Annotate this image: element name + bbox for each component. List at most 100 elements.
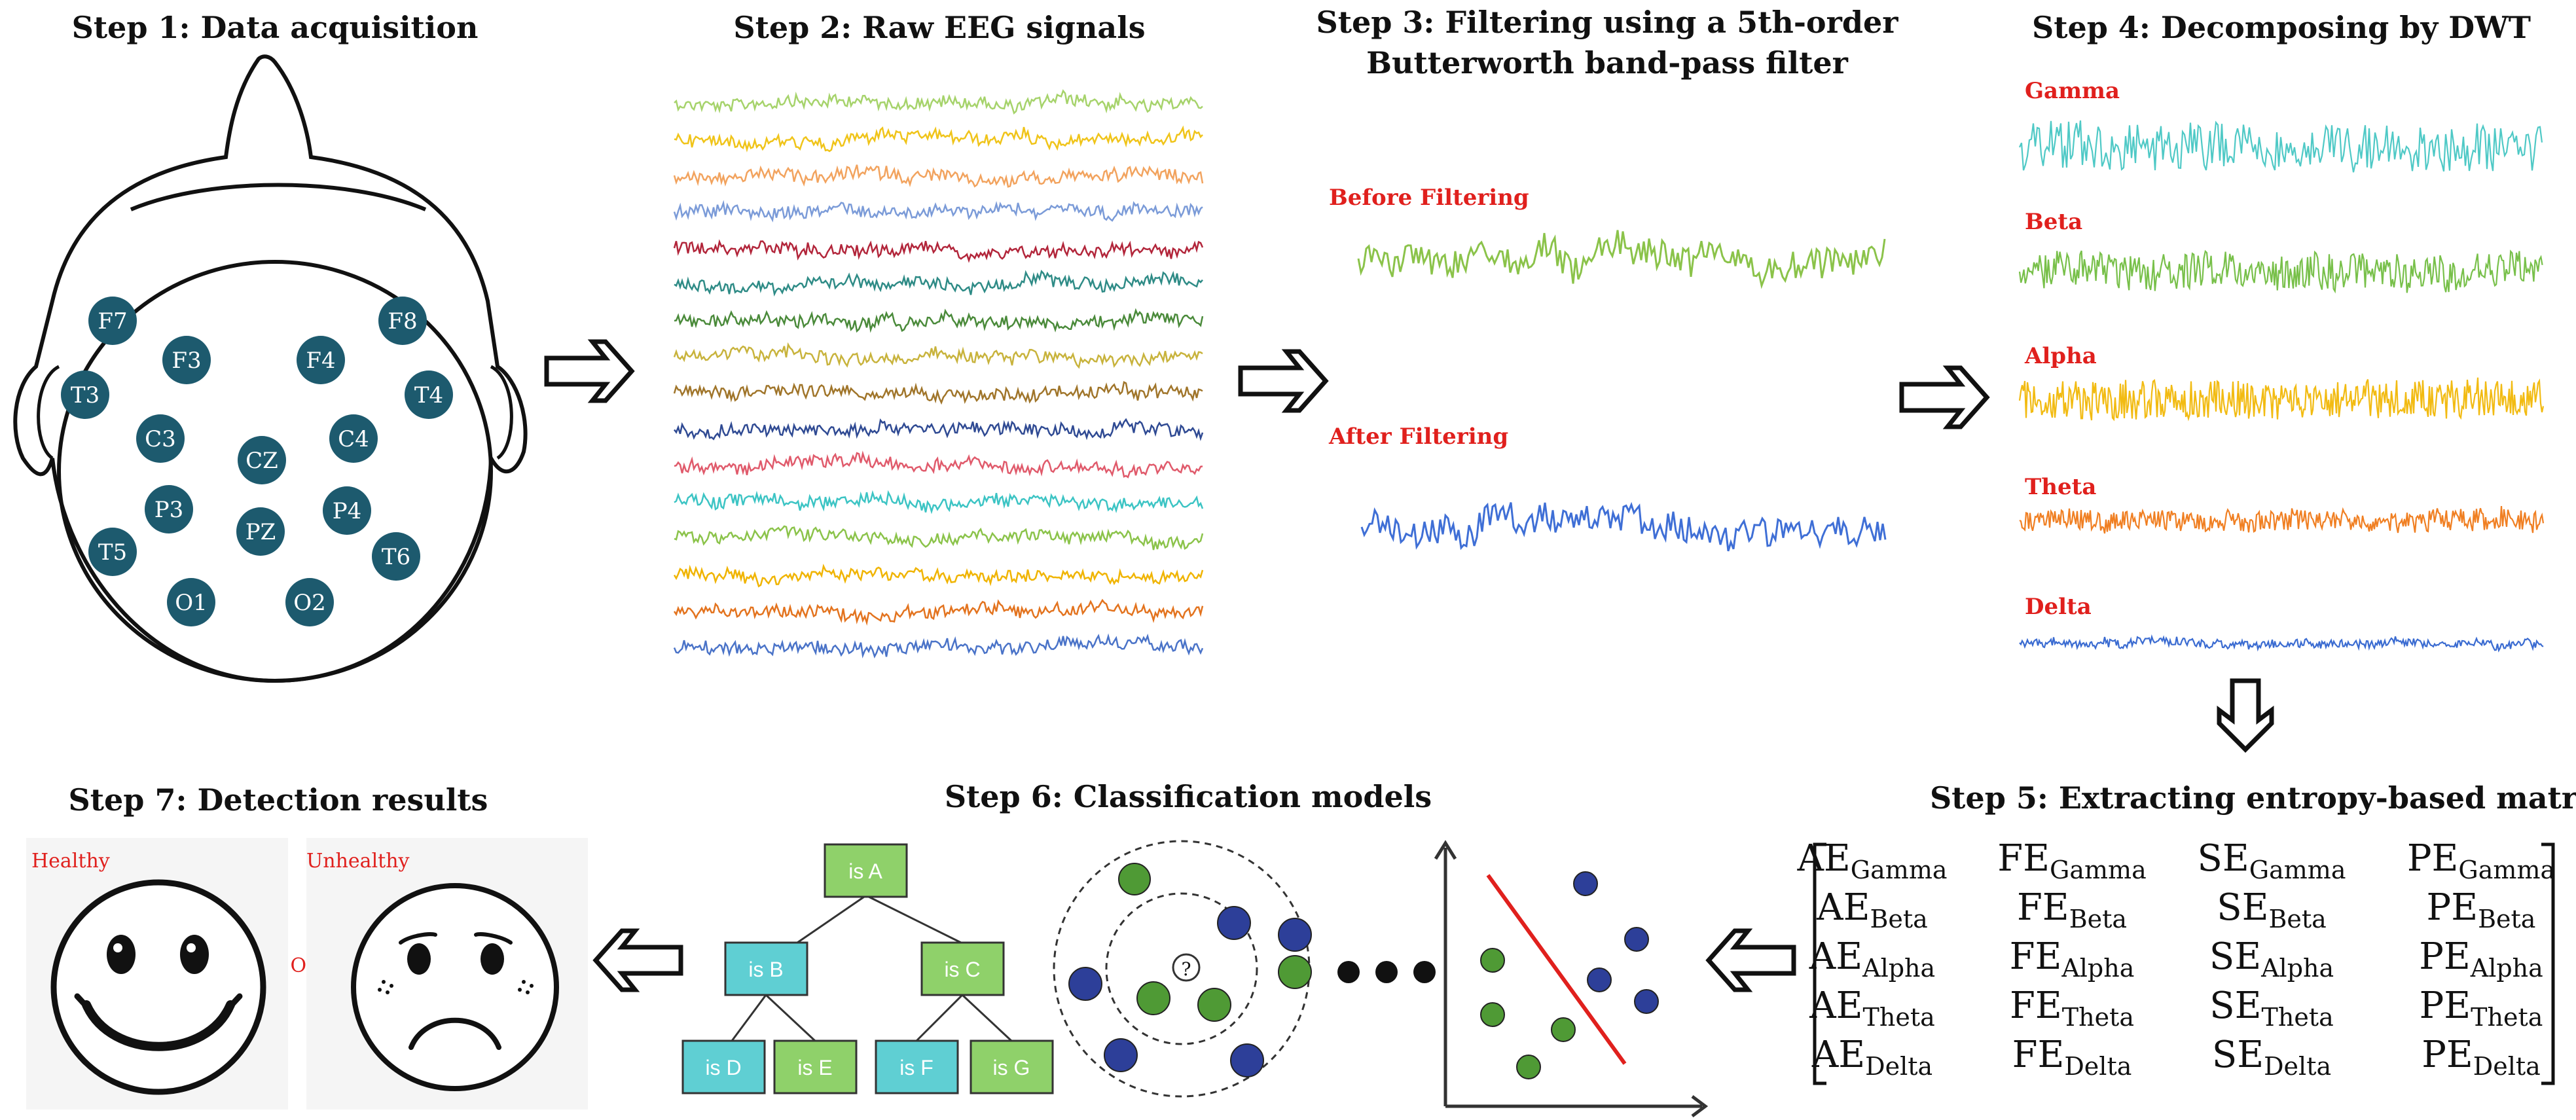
matrix-cell-fe-beta: FEBeta bbox=[2017, 886, 2127, 933]
svm-points bbox=[1480, 871, 1659, 1079]
tree-node-c-label: is C bbox=[944, 958, 980, 981]
arrow-step4-to-5 bbox=[2217, 678, 2274, 753]
dwt-alpha-label: Alpha bbox=[2024, 343, 2097, 369]
electrode-pz bbox=[236, 507, 285, 556]
svm-decision-line bbox=[1486, 874, 1627, 1065]
dwt-gamma-label: Gamma bbox=[2025, 78, 2120, 104]
eeg-channel-trace bbox=[674, 490, 1204, 515]
dwt-theta-signal bbox=[2019, 506, 2545, 534]
dwt-delta-signal bbox=[2019, 634, 2544, 653]
electrode-p3 bbox=[145, 485, 193, 533]
electrode-label-pz: PZ bbox=[245, 519, 276, 545]
electrode-label-f3: F3 bbox=[172, 348, 201, 374]
matrix-cell-se-theta: SETheta bbox=[2209, 985, 2333, 1032]
electrode-c3 bbox=[136, 414, 185, 463]
knn-model: ? bbox=[1053, 840, 1312, 1098]
unhealthy-panel: Unhealthy bbox=[306, 838, 588, 1110]
healthy-label: Healthy bbox=[31, 850, 110, 873]
healthy-panel: Healthy bbox=[26, 838, 288, 1110]
electrode-f4 bbox=[297, 336, 345, 384]
eeg-channel-trace bbox=[673, 342, 1203, 369]
filter-signals bbox=[1357, 230, 1887, 552]
matrix-cell-pe-alpha: PEAlpha bbox=[2419, 935, 2543, 983]
electrode-label-o2: O2 bbox=[293, 590, 326, 616]
head-illustration bbox=[13, 54, 528, 683]
tree-node-b-label: is B bbox=[748, 958, 783, 981]
matrix-cell-se-gamma: SEGamma bbox=[2198, 837, 2346, 884]
matrix-cell-pe-beta: PEBeta bbox=[2427, 886, 2536, 933]
electrode-o2 bbox=[285, 578, 334, 626]
eeg-channel-trace bbox=[674, 525, 1204, 551]
matrix-cell-pe-theta: PETheta bbox=[2420, 985, 2543, 1032]
dwt-beta-label: Beta bbox=[2025, 209, 2082, 235]
tree-node-f bbox=[875, 1039, 959, 1094]
arrow-step6-to-7 bbox=[592, 928, 683, 992]
matrix-cell-ae-theta: AETheta bbox=[1809, 985, 1935, 1032]
electrode-label-t6: T6 bbox=[382, 544, 410, 570]
tree-node-e-label: is E bbox=[797, 1056, 832, 1079]
electrode-label-f7: F7 bbox=[98, 308, 127, 334]
electrode-t6 bbox=[372, 532, 420, 581]
after-filtering-label: After Filtering bbox=[1328, 424, 1508, 450]
electrode-f3 bbox=[162, 336, 211, 384]
electrode-p4 bbox=[323, 486, 371, 535]
after-filtering-signal bbox=[1360, 501, 1887, 552]
matrix-cell-ae-alpha: AEAlpha bbox=[1809, 935, 1935, 983]
step7-title: Step 7: Detection results bbox=[69, 782, 488, 818]
tree-node-e bbox=[773, 1039, 858, 1094]
tree-node-g bbox=[970, 1039, 1054, 1094]
electrode-c4 bbox=[329, 414, 378, 463]
electrode-o1 bbox=[167, 578, 215, 626]
tree-node-d-label: is D bbox=[705, 1056, 741, 1079]
electrode-label-t3: T3 bbox=[71, 382, 100, 408]
arrow-step1-to-2 bbox=[544, 339, 635, 403]
step6-title: Step 6: Classification models bbox=[945, 779, 1432, 814]
matrix-cell-ae-delta: AEDelta bbox=[1811, 1034, 1932, 1081]
arrow-step5-to-6 bbox=[1705, 928, 1796, 992]
matrix-left-bracket bbox=[1813, 842, 1826, 1085]
eeg-channel-trace bbox=[674, 418, 1204, 441]
dwt-theta-label: Theta bbox=[2025, 474, 2096, 500]
electrode-label-cz: CZ bbox=[245, 448, 278, 474]
tree-node-b bbox=[724, 941, 808, 996]
knn-query-point bbox=[1172, 953, 1201, 982]
tree-node-f-label: is F bbox=[899, 1056, 934, 1079]
matrix-cell-se-beta: SEBeta bbox=[2217, 886, 2327, 933]
step5-title: Step 5: Extracting entropy-based matrix bbox=[1930, 780, 2576, 816]
step3-title-line2: Butterworth band-pass filter bbox=[1366, 45, 1848, 81]
matrix-cell-fe-theta: FETheta bbox=[2010, 985, 2134, 1032]
electrode-label-p4: P4 bbox=[333, 498, 362, 524]
svm-plot bbox=[1434, 840, 1709, 1117]
electrode-t5 bbox=[88, 528, 137, 576]
electrode-label-p3: P3 bbox=[154, 497, 184, 523]
electrode-label-t4: T4 bbox=[414, 382, 443, 408]
dwt-delta-label: Delta bbox=[2025, 594, 2092, 620]
eeg-channel-trace bbox=[674, 450, 1203, 479]
eeg-channel-trace bbox=[674, 270, 1203, 297]
electrode-f7 bbox=[88, 297, 137, 345]
sad-face-icon bbox=[351, 883, 559, 1091]
head-outline bbox=[13, 54, 528, 683]
raw-eeg-signals bbox=[673, 89, 1204, 659]
matrix-cell-pe-delta: PEDelta bbox=[2422, 1034, 2541, 1081]
step1-title: Step 1: Data acquisition bbox=[72, 10, 479, 45]
scalp-circle bbox=[57, 260, 493, 683]
electrode-label-c3: C3 bbox=[145, 426, 176, 452]
electrode-t3 bbox=[61, 370, 109, 419]
step4-title: Step 4: Decomposing by DWT bbox=[2032, 10, 2531, 45]
tree-node-g-label: is G bbox=[993, 1056, 1030, 1079]
matrix-cell-fe-gamma: FEGamma bbox=[1997, 837, 2146, 884]
dwt-beta-signal bbox=[2018, 249, 2543, 294]
arrow-step2-to-3 bbox=[1238, 349, 1329, 413]
arrow-step3-to-4 bbox=[1899, 365, 1990, 429]
electrode-cz bbox=[238, 436, 286, 484]
tree-node-a bbox=[824, 843, 908, 898]
knn-query-label: ? bbox=[1181, 958, 1191, 980]
matrix-cell-ae-gamma: AEGamma bbox=[1796, 837, 1947, 884]
step2-title: Step 2: Raw EEG signals bbox=[733, 10, 1145, 45]
electrode-label-c4: C4 bbox=[338, 426, 369, 452]
